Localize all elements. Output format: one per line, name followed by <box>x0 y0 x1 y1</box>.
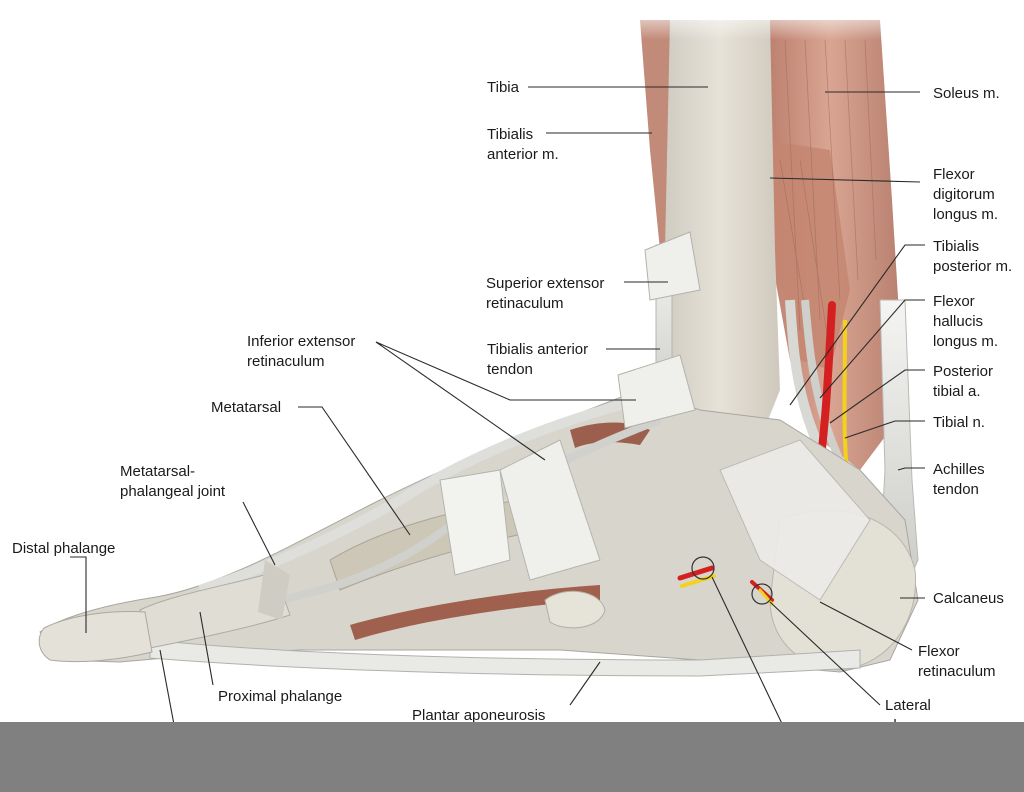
inferior-extensor-retinaculum <box>499 439 601 581</box>
label-inferior-extensor-retinaculum-1: Inferior extensor <box>247 333 355 350</box>
label-tibial-n: Tibial n. <box>933 414 985 431</box>
label-flexor-digitorum-longus-2: digitorum <box>933 186 995 203</box>
extensor-tendon <box>198 395 642 595</box>
label-distal-phalange: Distal phalange <box>12 540 115 557</box>
label-posterior-tibial-a-1: Posterior <box>933 363 993 380</box>
label-flexor-hallucis-longus-1: Flexor <box>933 293 975 310</box>
label-metatarsal-phalangeal-joint-2: phalangeal joint <box>120 483 226 500</box>
leader-lines <box>70 86 925 731</box>
label-tibia: Tibia <box>487 79 520 96</box>
foot <box>38 231 919 677</box>
label-achilles-tendon-1: Achilles <box>933 461 985 478</box>
label-calcaneus: Calcaneus <box>933 590 1004 607</box>
label-posterior-tibial-a-2: tibial a. <box>933 383 981 400</box>
distal-phalange-bone <box>38 611 153 663</box>
extensor-tendon-2 <box>239 416 662 609</box>
label-tibialis-anterior-tendon-2: tendon <box>487 361 533 378</box>
label-flexor-hallucis-longus-3: longus m. <box>933 333 998 350</box>
sesamoid-bone <box>544 590 606 629</box>
label-tibialis-posterior-m-1: Tibialis <box>933 238 979 255</box>
label-proximal-phalange: Proximal phalange <box>218 688 342 705</box>
label-metatarsal: Metatarsal <box>211 399 281 416</box>
plantar-artery <box>677 565 715 581</box>
superior-extensor-retinaculum <box>644 231 701 301</box>
labels: Tibia Tibialis anterior m. Superior exte… <box>12 79 1012 734</box>
label-flexor-digitorum-longus-1: Flexor <box>933 166 975 183</box>
label-flexor-digitorum-longus-3: longus m. <box>933 206 998 223</box>
label-flexor-hallucis-longus-2: hallucis <box>933 313 983 330</box>
plantar-aponeurosis <box>149 639 861 677</box>
label-superior-extensor-retinaculum-1: Superior extensor <box>486 275 604 292</box>
label-tibialis-anterior-tendon-1: Tibialis anterior <box>487 341 588 358</box>
label-plantar-aponeurosis: Plantar aponeurosis <box>412 707 545 724</box>
bottom-overlay-bar <box>0 722 1024 792</box>
lateral-plantar-nerve <box>758 588 774 606</box>
label-flexor-retinaculum-2: retinaculum <box>918 663 996 680</box>
flexor-retinaculum <box>719 439 871 601</box>
proximal-phalange-bone <box>139 571 291 649</box>
label-tibialis-anterior-m-1: Tibialis <box>487 126 533 143</box>
vessel-cross-section <box>691 556 715 580</box>
label-tibialis-anterior-m-2: anterior m. <box>487 146 559 163</box>
label-achilles-tendon-2: tendon <box>933 481 979 498</box>
label-inferior-extensor-retinaculum-2: retinaculum <box>247 353 325 370</box>
label-flexor-retinaculum-1: Flexor <box>918 643 960 660</box>
label-soleus-m: Soleus m. <box>933 85 1000 102</box>
label-lateral-plantar-1: Lateral <box>885 697 931 714</box>
foot-muscle <box>350 585 600 640</box>
tibia <box>660 20 780 440</box>
lateral-vessel-cross-section <box>751 583 773 605</box>
label-superior-extensor-retinaculum-2: retinaculum <box>486 295 564 312</box>
mtp-joint <box>258 560 290 620</box>
label-tibialis-posterior-m-2: posterior m. <box>933 258 1012 275</box>
label-metatarsal-phalangeal-joint-1: Metatarsal- <box>120 463 195 480</box>
